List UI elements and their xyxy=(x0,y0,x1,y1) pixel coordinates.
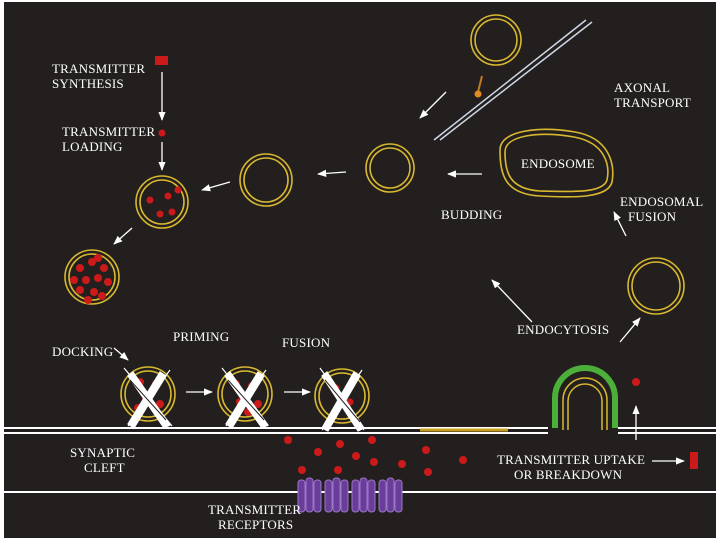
transported-vesicle xyxy=(470,14,522,66)
arrow-endosomal-fusion xyxy=(613,211,627,237)
label-axonal-transport: AXONAL TRANSPORT xyxy=(614,80,691,110)
loading-vesicle-contents xyxy=(146,186,182,218)
arrow-budding-3-to-2 xyxy=(317,169,347,178)
empty-vesicle-3 xyxy=(365,143,415,193)
transmitter-molecule xyxy=(158,129,166,137)
fusing-vesicle xyxy=(314,368,370,424)
label-docking: DOCKING xyxy=(52,344,113,359)
label-budding: BUDDING xyxy=(441,207,502,222)
label-transmitter-uptake: TRANSMITTER UPTAKE OR BREAKDOWN xyxy=(497,452,649,482)
filled-vesicle-contents xyxy=(70,254,112,304)
loading-vesicle xyxy=(135,175,189,229)
label-priming: PRIMING xyxy=(173,329,229,344)
label-endosome: ENDOSOME xyxy=(521,156,595,171)
primed-vesicle xyxy=(217,366,273,422)
label-transmitter-receptors: TRANSMITTER RECEPTORS xyxy=(208,502,305,532)
endocytic-pit xyxy=(552,365,618,430)
arrow-endocytosis-to-vesicle xyxy=(619,317,641,343)
recaptured-transmitter xyxy=(632,378,640,386)
synthesized-transmitter xyxy=(155,56,168,65)
broken-down-transmitter xyxy=(690,452,698,469)
arrow-endocytosis-to-endosome xyxy=(491,279,533,323)
label-transmitter-loading: TRANSMITTER LOADING xyxy=(62,124,159,154)
label-endosomal-fusion: ENDOSOMAL FUSION xyxy=(620,194,706,224)
endosome xyxy=(499,128,614,198)
motor-protein-head xyxy=(474,90,482,98)
transmitter-receptors xyxy=(297,477,403,513)
axonal-transport-track xyxy=(433,19,593,141)
arrow-empty-to-loading xyxy=(201,181,231,192)
diagram-background xyxy=(4,2,716,538)
empty-vesicle-2 xyxy=(239,153,293,207)
label-endocytosis: ENDOCYTOSIS xyxy=(517,322,609,337)
label-transmitter-synthesis: TRANSMITTER SYNTHESIS xyxy=(52,61,149,91)
released-transmitters xyxy=(284,436,467,476)
arrow-loading-to-filled xyxy=(113,227,133,245)
presynaptic-membrane xyxy=(4,427,716,434)
endocytosed-vesicle xyxy=(627,257,685,315)
snare-complex-docking xyxy=(123,367,173,429)
arrow-axonal-transport xyxy=(419,91,447,119)
motor-protein xyxy=(477,75,483,93)
label-fusion: FUSION xyxy=(282,335,331,350)
arrow-docking xyxy=(113,347,129,361)
label-synaptic-cleft: SYNAPTIC CLEFT xyxy=(70,445,139,475)
docked-vesicle xyxy=(120,366,176,422)
